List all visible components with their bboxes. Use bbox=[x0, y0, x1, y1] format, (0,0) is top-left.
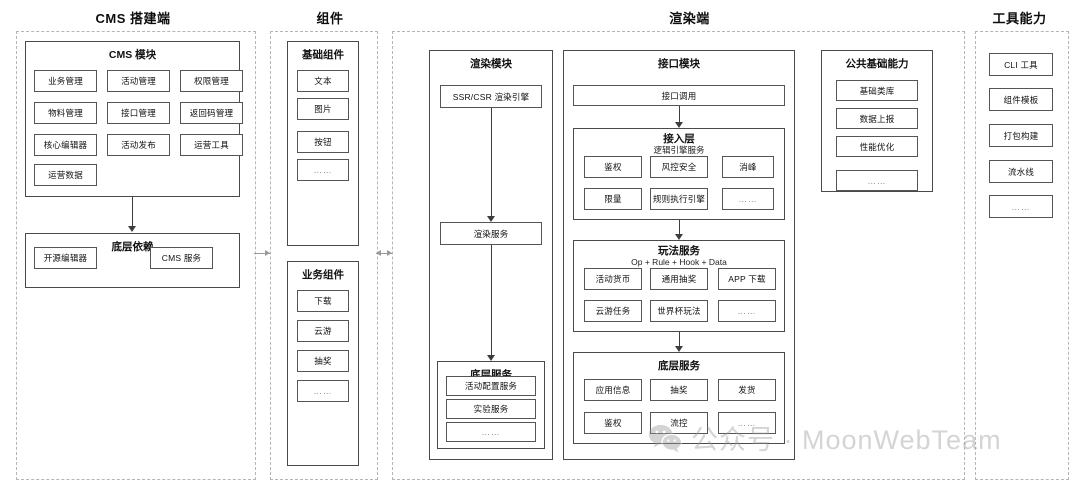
gameplay-cell[interactable]: 活动货币 bbox=[584, 268, 642, 290]
basic-component-cell[interactable]: 图片 bbox=[297, 98, 349, 120]
cms-module-cell[interactable]: 活动管理 bbox=[107, 70, 170, 92]
cms-module-cell[interactable]: 运营工具 bbox=[180, 134, 243, 156]
connector-cms-components bbox=[254, 253, 270, 254]
business-component-cell[interactable]: …… bbox=[297, 380, 349, 402]
gameplay-cell[interactable]: 云游任务 bbox=[584, 300, 642, 322]
business-component-cell[interactable]: 云游 bbox=[297, 320, 349, 342]
arrow-right-cms-components-icon bbox=[265, 250, 270, 256]
tool-cell[interactable]: CLI 工具 bbox=[989, 53, 1053, 76]
column-title-cms: CMS 搭建端 bbox=[95, 11, 171, 26]
api-base-cell[interactable]: 应用信息 bbox=[584, 379, 642, 401]
access-layer-cell[interactable]: 消峰 bbox=[722, 156, 774, 178]
basic-component-cell[interactable]: 按钮 bbox=[297, 131, 349, 153]
connector-cms-to-base bbox=[132, 197, 133, 227]
cms-base-cell[interactable]: CMS 服务 bbox=[150, 247, 213, 269]
gameplay-cell[interactable]: …… bbox=[718, 300, 776, 322]
api-base-cell[interactable]: 流控 bbox=[650, 412, 708, 434]
panel-title-access-layer: 接入层 bbox=[663, 133, 695, 145]
connector-service-to-base bbox=[491, 245, 492, 357]
render-base-cell[interactable]: 实验服务 bbox=[446, 399, 536, 419]
connector-access-to-gameplay bbox=[679, 220, 680, 236]
api-base-cell[interactable]: 鉴权 bbox=[584, 412, 642, 434]
zone-tools bbox=[975, 31, 1069, 480]
panel-subtitle-access-layer: 逻辑引擎服务 bbox=[653, 145, 705, 155]
panel-title-cms-base: 底层依赖 bbox=[111, 241, 154, 253]
common-capability-cell[interactable]: 基础类库 bbox=[836, 80, 918, 101]
render-engine-cell[interactable]: SSR/CSR 渲染引擎 bbox=[440, 85, 542, 108]
api-base-cell[interactable]: 抽奖 bbox=[650, 379, 708, 401]
cms-module-cell[interactable]: 接口管理 bbox=[107, 102, 170, 124]
gameplay-cell[interactable]: 世界杯玩法 bbox=[650, 300, 708, 322]
access-layer-cell[interactable]: 鉴权 bbox=[584, 156, 642, 178]
panel-title-business-components: 业务组件 bbox=[302, 269, 344, 281]
render-base-cell[interactable]: …… bbox=[446, 422, 536, 442]
zone-render bbox=[392, 31, 965, 480]
business-component-cell[interactable]: 下载 bbox=[297, 290, 349, 312]
panel-title-common-capabilities: 公共基础能力 bbox=[845, 58, 909, 70]
api-invoke-cell[interactable]: 接口调用 bbox=[573, 85, 785, 106]
access-layer-cell[interactable]: …… bbox=[722, 188, 774, 210]
column-title-render: 渲染端 bbox=[669, 11, 710, 26]
cms-module-cell[interactable]: 权限管理 bbox=[180, 70, 243, 92]
panel-title-basic-components: 基础组件 bbox=[302, 49, 344, 61]
access-layer-cell[interactable]: 风控安全 bbox=[650, 156, 708, 178]
cms-module-cell[interactable]: 物料管理 bbox=[34, 102, 97, 124]
panel-subtitle-gameplay-service: Op + Rule + Hook + Data bbox=[631, 257, 727, 267]
arrow-engine-service-icon bbox=[487, 216, 495, 222]
arrow-access-gameplay-icon bbox=[675, 234, 683, 240]
arrow-gameplay-base-icon bbox=[675, 346, 683, 352]
zone-cms bbox=[16, 31, 256, 480]
business-component-cell[interactable]: 抽奖 bbox=[297, 350, 349, 372]
api-base-cell[interactable]: 发货 bbox=[718, 379, 776, 401]
arrow-invoke-access-icon bbox=[675, 122, 683, 128]
arrow-right-components-render-icon bbox=[387, 250, 392, 256]
tool-cell[interactable]: 打包构建 bbox=[989, 124, 1053, 147]
cms-module-cell[interactable]: 业务管理 bbox=[34, 70, 97, 92]
connector-gameplay-to-base bbox=[679, 332, 680, 348]
render-service-cell[interactable]: 渲染服务 bbox=[440, 222, 542, 245]
connector-invoke-to-access bbox=[679, 106, 680, 124]
cms-base-cell[interactable]: 开源编辑器 bbox=[34, 247, 97, 269]
arrow-cms-to-base-icon bbox=[128, 226, 136, 232]
arrow-service-base-icon bbox=[487, 355, 495, 361]
access-layer-cell[interactable]: 规则执行引擎 bbox=[650, 188, 708, 210]
tool-cell[interactable]: 流水线 bbox=[989, 160, 1053, 183]
arrow-left-components-render-icon bbox=[376, 250, 381, 256]
panel-title-gameplay-service: 玩法服务 bbox=[658, 245, 700, 257]
cms-module-cell[interactable]: 运营数据 bbox=[34, 164, 97, 186]
cms-module-cell[interactable]: 核心编辑器 bbox=[34, 134, 97, 156]
gameplay-cell[interactable]: 通用抽奖 bbox=[650, 268, 708, 290]
common-capability-cell[interactable]: 数据上报 bbox=[836, 108, 918, 129]
column-title-tools: 工具能力 bbox=[992, 11, 1047, 26]
render-base-cell[interactable]: 活动配置服务 bbox=[446, 376, 536, 396]
common-capability-cell[interactable]: 性能优化 bbox=[836, 136, 918, 157]
tool-cell[interactable]: 组件模板 bbox=[989, 88, 1053, 111]
cms-module-cell[interactable]: 返回码管理 bbox=[180, 102, 243, 124]
api-base-cell[interactable]: …… bbox=[718, 412, 776, 434]
column-title-components: 组件 bbox=[316, 11, 344, 26]
panel-title-render-module: 渲染模块 bbox=[470, 58, 512, 70]
panel-title-cms-modules: CMS 模块 bbox=[108, 49, 157, 61]
cms-module-cell[interactable]: 活动发布 bbox=[107, 134, 170, 156]
common-capability-cell[interactable]: …… bbox=[836, 170, 918, 191]
basic-component-cell[interactable]: 文本 bbox=[297, 70, 349, 92]
access-layer-cell[interactable]: 限量 bbox=[584, 188, 642, 210]
connector-engine-to-service bbox=[491, 108, 492, 218]
basic-component-cell[interactable]: …… bbox=[297, 159, 349, 181]
panel-title-api-base: 底层服务 bbox=[658, 360, 700, 372]
panel-title-api-module: 接口模块 bbox=[658, 58, 700, 70]
connector-components-render bbox=[376, 253, 392, 254]
tool-cell[interactable]: …… bbox=[989, 195, 1053, 218]
gameplay-cell[interactable]: APP 下载 bbox=[718, 268, 776, 290]
